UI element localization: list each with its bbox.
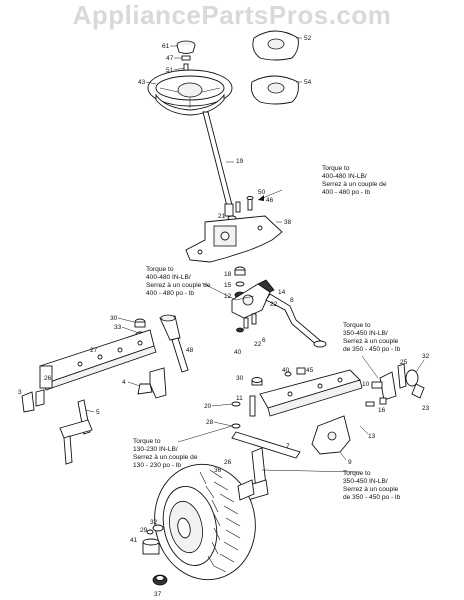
right-spindle-assembly-part — [365, 363, 425, 407]
part-label-26b: 26 — [224, 459, 232, 466]
steering-wheel-part — [147, 69, 233, 116]
front-axle-right-part — [251, 369, 363, 417]
wheel-axle-stub-part — [237, 479, 255, 501]
part-label-51: 51 — [166, 67, 174, 74]
part-label-20: 20 — [204, 403, 212, 410]
part-label-18: 18 — [224, 271, 232, 278]
part-label-9: 9 — [348, 459, 352, 466]
front-tire-part — [154, 463, 256, 581]
part-label-10: 10 — [362, 381, 370, 388]
wheel-hub-hardware-part — [142, 524, 168, 586]
sector-bolts-part — [236, 313, 257, 333]
right-spindle-bracket-part — [311, 415, 351, 455]
tire-tread-pattern — [199, 469, 241, 573]
part-label-33: 33 — [114, 324, 122, 331]
part-label-11: 11 — [236, 395, 243, 402]
part-label-54: 54 — [304, 79, 312, 86]
part-label-45: 45 — [306, 367, 314, 374]
part-label-32: 32 — [150, 519, 158, 526]
part-label-16: 16 — [378, 407, 386, 414]
steering-shaft-part — [202, 111, 234, 217]
part-label-13: 13 — [368, 433, 376, 440]
part-label-40b: 40 — [282, 367, 290, 374]
part-label-4: 4 — [122, 379, 126, 386]
part-label-15: 15 — [224, 282, 232, 289]
part-label-50: 50 — [258, 189, 266, 196]
left-spindle-hardware-part — [134, 314, 181, 341]
torque-callout-bottom-right: Torque to 350-450 IN-LB/ Serrez à un cou… — [343, 470, 401, 501]
drag-link-part — [265, 293, 327, 348]
watermark-text: AppliancePartsPros.com — [72, 0, 392, 30]
steering-shaft-top-small-parts — [181, 55, 191, 72]
axle-hardware-45-part — [284, 367, 306, 377]
left-end-bracket-part — [21, 389, 45, 413]
part-label-30b: 30 — [236, 375, 244, 382]
part-label-28: 28 — [206, 419, 214, 426]
torque-callout-top: Torque to 400-480 IN-LB/ Serrez à un cou… — [322, 165, 387, 196]
part-label-30: 30 — [110, 315, 118, 322]
part-label-14: 14 — [278, 289, 286, 296]
steering-wheel-cover-54-part — [250, 75, 299, 105]
part-label-26: 26 — [44, 375, 52, 382]
part-label-12: 12 — [224, 293, 232, 300]
part-label-46: 46 — [266, 197, 274, 204]
part-label-8: 8 — [290, 297, 294, 304]
torque-callout-bottom-left: Torque to 130-230 IN-LB/ Serrez à un cou… — [133, 438, 198, 469]
steering-bracket-plate-part — [185, 215, 283, 263]
left-spindle-part — [137, 367, 167, 399]
part-label-21: 21 — [218, 213, 226, 220]
left-tie-rod-part — [59, 399, 93, 465]
part-label-32b: 32 — [422, 353, 430, 360]
part-label-22b: 22 — [254, 341, 262, 348]
torque-callout-right: Torque to 350-450 IN-LB/ Serrez à un cou… — [343, 322, 401, 353]
part-label-23: 23 — [422, 405, 430, 412]
part-label-25: 25 — [400, 359, 408, 366]
steering-cap-part — [176, 40, 196, 54]
part-label-29: 29 — [140, 527, 148, 534]
part-label-7: 7 — [286, 443, 290, 450]
part-label-61: 61 — [162, 43, 170, 50]
steering-gear-sector-part — [231, 279, 275, 319]
part-label-40: 40 — [234, 349, 242, 356]
part-label-3: 3 — [18, 389, 22, 396]
part-label-22: 22 — [270, 301, 278, 308]
steering-wheel-cover-52-part — [252, 30, 299, 61]
part-label-52: 52 — [304, 35, 312, 42]
part-label-38: 38 — [284, 219, 292, 226]
part-label-6: 6 — [262, 337, 266, 344]
part-label-36: 36 — [214, 467, 222, 474]
part-label-27: 27 — [90, 347, 98, 354]
axle-bracket-part — [171, 337, 189, 373]
front-axle-left-part — [39, 329, 157, 391]
part-label-43: 43 — [138, 79, 146, 86]
part-label-19: 19 — [236, 158, 244, 165]
part-label-48: 48 — [186, 347, 194, 354]
part-label-37: 37 — [154, 591, 162, 598]
part-label-47: 47 — [166, 55, 174, 62]
part-number-labels: 61 47 51 43 52 54 19 50 46 21 38 18 15 1… — [18, 35, 430, 598]
callout-leaders — [177, 189, 379, 473]
part-label-5: 5 — [96, 409, 100, 416]
part-label-41: 41 — [130, 537, 138, 544]
torque-callout-mid: Torque to 400-480 IN-LB/ Serrez à un cou… — [146, 266, 211, 297]
